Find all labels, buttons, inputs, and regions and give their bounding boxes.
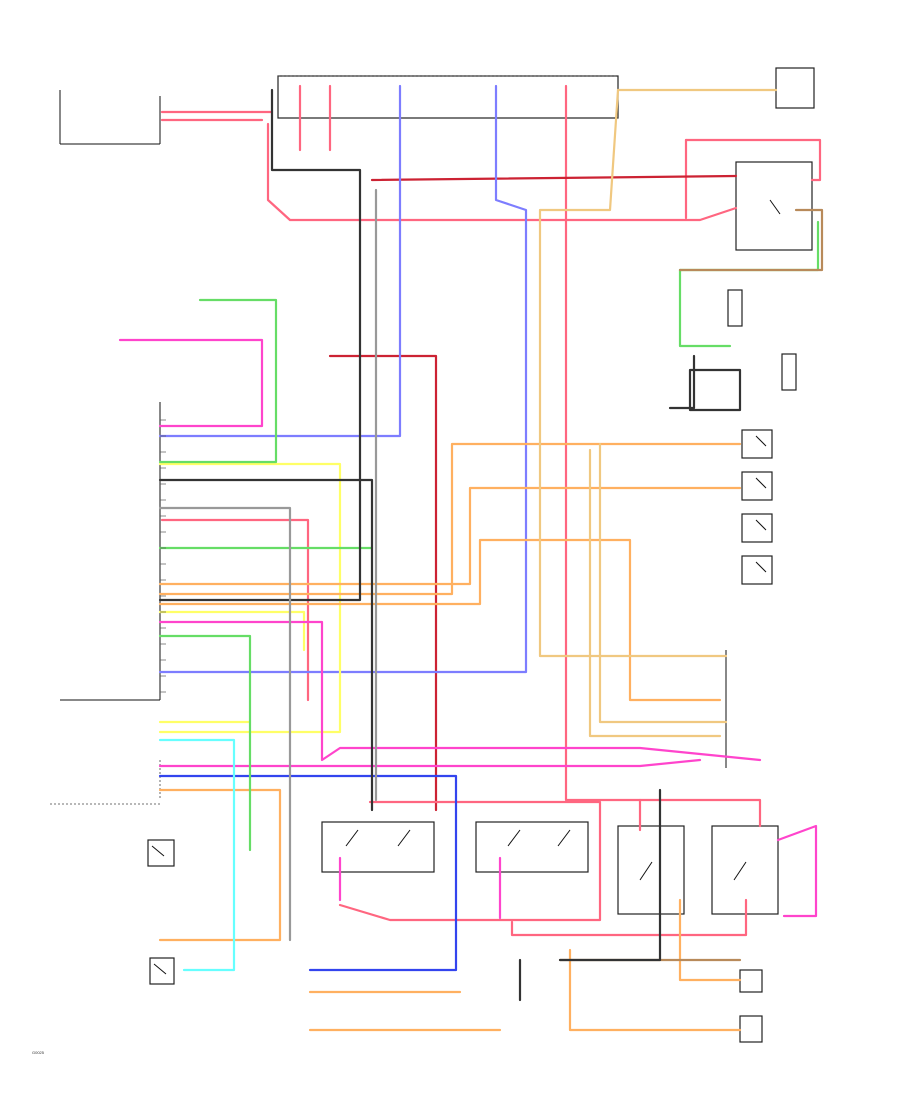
door-switch-3	[741, 513, 773, 543]
door-switch-1	[741, 429, 773, 459]
lock-relay-right	[475, 821, 589, 873]
door-switch-2	[741, 471, 773, 501]
door-switch-4	[741, 555, 773, 585]
bottom-right-switch-a	[739, 969, 763, 993]
fusible-link-component	[727, 289, 743, 327]
diagram-code: G0025	[32, 1050, 45, 1055]
top-right-switch-box	[775, 67, 815, 109]
bottom-right-switch-b	[739, 1015, 763, 1043]
fuse-block	[277, 75, 619, 119]
lock-motor-left	[617, 825, 685, 915]
resistor-component	[781, 353, 797, 391]
lock-relay-left	[321, 821, 435, 873]
